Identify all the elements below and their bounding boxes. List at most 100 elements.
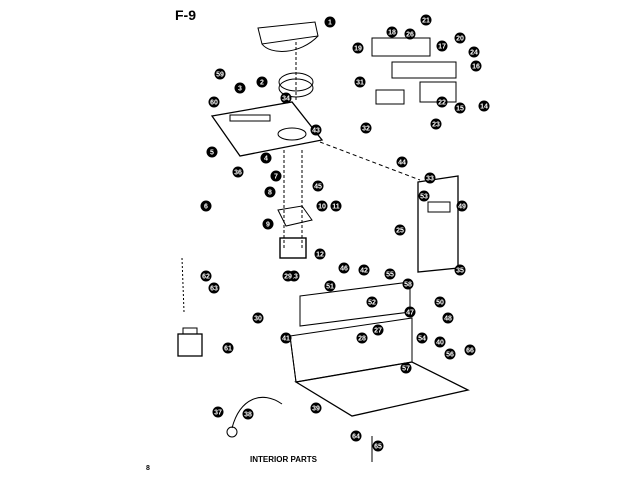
callout-9: 9	[262, 218, 274, 230]
page-number: 8	[146, 465, 150, 472]
svg-text:16: 16	[472, 64, 480, 71]
svg-text:35: 35	[456, 268, 464, 275]
svg-text:20: 20	[456, 36, 464, 43]
svg-text:8: 8	[268, 190, 272, 197]
callout-44: 44	[396, 156, 408, 168]
relay-block	[375, 89, 405, 105]
svg-text:65: 65	[374, 444, 382, 451]
svg-text:46: 46	[340, 266, 348, 273]
callout-34: 34	[280, 92, 292, 104]
svg-text:19: 19	[354, 46, 362, 53]
callout-33b: 33	[424, 172, 436, 184]
callout-24: 24	[468, 46, 480, 58]
svg-text:56: 56	[446, 352, 454, 359]
callout-57: 57	[400, 362, 412, 374]
svg-text:34: 34	[282, 96, 290, 103]
svg-text:48: 48	[444, 316, 452, 323]
svg-text:41: 41	[282, 336, 290, 343]
callout-12: 12	[314, 248, 326, 260]
svg-text:58: 58	[404, 282, 412, 289]
svg-text:1: 1	[328, 20, 332, 27]
svg-text:61: 61	[224, 346, 232, 353]
callout-47: 47	[404, 306, 416, 318]
callout-40: 40	[434, 336, 446, 348]
callout-56: 56	[444, 348, 456, 360]
callout-19: 19	[352, 42, 364, 54]
svg-text:52: 52	[368, 300, 376, 307]
svg-text:49: 49	[458, 204, 466, 211]
motor	[279, 237, 307, 259]
svg-text:28: 28	[358, 336, 366, 343]
callout-39: 39	[310, 402, 322, 414]
side-panel	[417, 175, 459, 273]
svg-text:11: 11	[332, 204, 340, 211]
callout-58: 58	[402, 278, 414, 290]
callout-32: 32	[360, 122, 372, 134]
svg-text:40: 40	[436, 340, 444, 347]
callout-37: 37	[212, 406, 224, 418]
svg-text:30: 30	[254, 316, 262, 323]
plate-slot	[229, 114, 271, 122]
callout-6: 6	[200, 200, 212, 212]
callout-29: 29	[282, 270, 294, 282]
svg-text:36: 36	[234, 170, 242, 177]
callout-1: 1	[324, 16, 336, 28]
main-plate	[210, 101, 324, 157]
callout-65: 65	[372, 440, 384, 452]
svg-text:32: 32	[362, 126, 370, 133]
callout-28: 28	[356, 332, 368, 344]
svg-text:25: 25	[396, 228, 404, 235]
callout-38: 38	[242, 408, 254, 420]
svg-text:26: 26	[406, 32, 414, 39]
duct-part	[257, 21, 319, 45]
svg-text:38: 38	[244, 412, 252, 419]
callout-36: 36	[232, 166, 244, 178]
svg-text:60: 60	[210, 100, 218, 107]
svg-text:54: 54	[418, 336, 426, 343]
callouts: 1 2 3 4 5 6 7 8 9 10 11 12 13 14 15 16 1…	[200, 14, 490, 452]
callout-53: 53	[418, 190, 430, 202]
svg-text:50: 50	[436, 300, 444, 307]
svg-text:59: 59	[216, 72, 224, 79]
callout-27: 27	[372, 324, 384, 336]
callout-61: 61	[222, 342, 234, 354]
bracket	[277, 205, 313, 227]
plate-opening	[277, 127, 307, 141]
callout-54: 54	[416, 332, 428, 344]
svg-text:22: 22	[438, 100, 446, 107]
callout-5: 5	[206, 146, 218, 158]
transformer	[177, 333, 203, 357]
svg-text:4: 4	[264, 156, 268, 163]
callout-7: 7	[270, 170, 282, 182]
callout-45: 45	[312, 180, 324, 192]
svg-text:53: 53	[420, 194, 428, 201]
svg-text:55: 55	[386, 272, 394, 279]
transformer-top	[182, 327, 198, 335]
callout-62: 62	[200, 270, 212, 282]
svg-text:13: 13	[290, 274, 298, 281]
chassis-edge	[289, 335, 297, 383]
svg-text:15: 15	[456, 106, 464, 113]
svg-text:23: 23	[432, 122, 440, 129]
callout-64: 64	[350, 430, 362, 442]
svg-text:5: 5	[210, 150, 214, 157]
power-cord	[231, 396, 283, 429]
callout-52: 52	[366, 296, 378, 308]
callout-35: 35	[454, 264, 466, 276]
svg-text:17: 17	[438, 44, 446, 51]
svg-text:7: 7	[274, 174, 278, 181]
switch-bracket-mid	[391, 61, 457, 79]
callout-31: 31	[354, 76, 366, 88]
svg-text:27: 27	[374, 328, 382, 335]
svg-text:29: 29	[284, 274, 292, 281]
svg-text:39: 39	[312, 406, 320, 413]
figure-label: F-9	[175, 7, 196, 23]
callout-22: 22	[436, 96, 448, 108]
svg-text:43: 43	[312, 128, 320, 135]
wire-harness	[181, 257, 185, 313]
callout-43: 43	[310, 124, 322, 136]
callout-21: 21	[420, 14, 432, 26]
callout-2: 2	[256, 76, 268, 88]
diagram-caption: INTERIOR PARTS	[250, 455, 318, 464]
